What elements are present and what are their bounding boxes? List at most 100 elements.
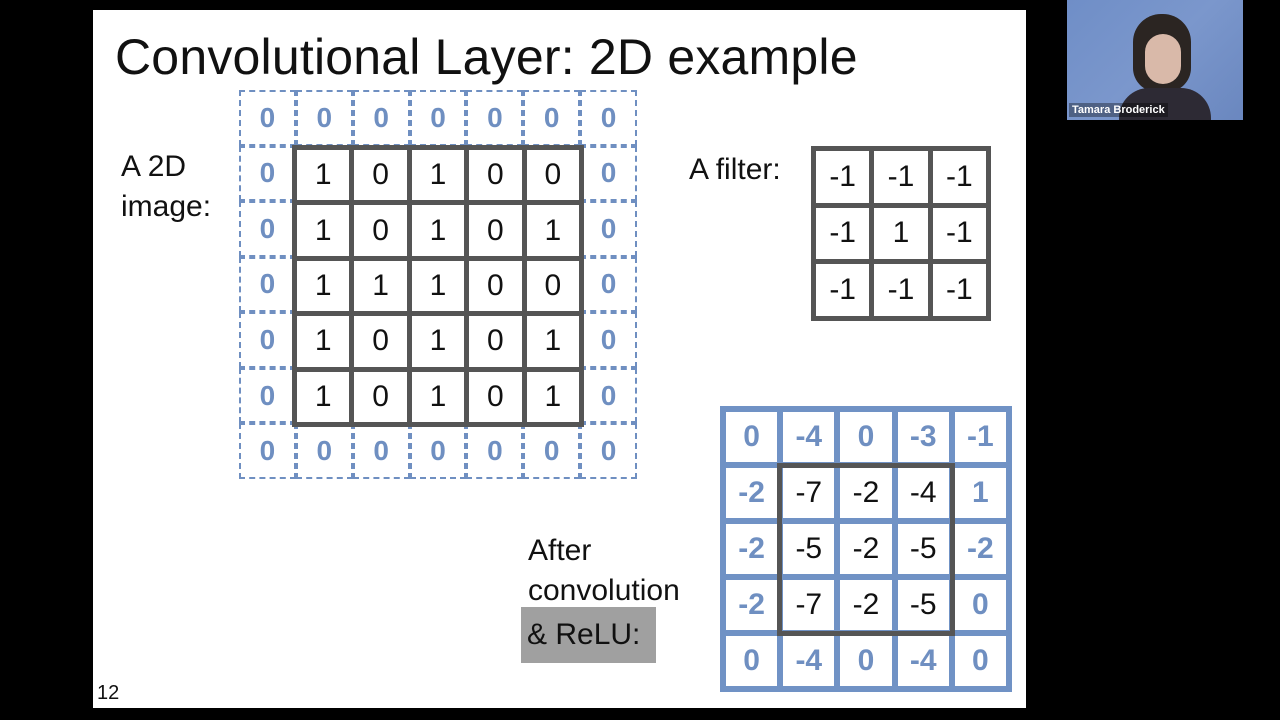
image-cell: 1 xyxy=(354,260,407,312)
filter-cell: -1 xyxy=(816,151,870,203)
padding-cell: 0 xyxy=(466,423,524,479)
output-edge-cell: 0 xyxy=(726,636,778,686)
padding-cell: 0 xyxy=(409,90,467,146)
image-cell: 1 xyxy=(526,205,579,256)
padding-cell: 0 xyxy=(239,312,296,368)
padding-cell: 0 xyxy=(239,256,296,313)
image-cell: 1 xyxy=(297,371,350,422)
output-edge-cell: -4 xyxy=(897,636,949,686)
padding-cell: 0 xyxy=(580,145,637,202)
image-cell: 0 xyxy=(469,371,522,422)
participant-name: Tamara Broderick xyxy=(1069,103,1168,117)
padding-cell: 0 xyxy=(580,201,637,257)
after-label-line1: After xyxy=(528,534,592,567)
page-number: 12 xyxy=(97,682,120,704)
padding-cell: 0 xyxy=(295,423,353,479)
output-edge-cell: 0 xyxy=(954,636,1006,686)
output-edge-cell: 0 xyxy=(840,412,892,462)
image-cell: 1 xyxy=(411,371,465,422)
image-cell: 1 xyxy=(411,260,465,312)
output-cell: -2 xyxy=(840,468,892,518)
image-cell: 0 xyxy=(354,150,407,201)
output-cell: -2 xyxy=(840,524,892,574)
padding-cell: 0 xyxy=(580,312,637,368)
padding-cell: 0 xyxy=(239,90,296,146)
participant-body xyxy=(1119,88,1211,120)
image-label: A 2D image: xyxy=(121,147,211,227)
image-cell: 0 xyxy=(354,316,407,367)
padding-cell: 0 xyxy=(580,90,637,146)
image-cell: 0 xyxy=(469,205,522,256)
output-edge-cell: 0 xyxy=(954,580,1006,630)
filter-cell: -1 xyxy=(816,207,870,260)
output-edge-cell: -2 xyxy=(954,524,1006,574)
filter-label: A filter: xyxy=(689,153,781,186)
image-cell: 1 xyxy=(297,150,350,201)
output-edge-cell: -3 xyxy=(897,412,949,462)
filter-cell: -1 xyxy=(932,151,986,203)
filter-cell: -1 xyxy=(816,264,870,316)
padding-cell: 0 xyxy=(352,90,410,146)
slide-title: Convolutional Layer: 2D example xyxy=(115,29,858,85)
participant-face xyxy=(1145,34,1181,84)
output-cell: -5 xyxy=(897,580,949,630)
padding-cell: 0 xyxy=(580,256,637,313)
padding-cell: 0 xyxy=(239,367,296,424)
output-cell: -7 xyxy=(783,468,835,518)
filter-cell: -1 xyxy=(932,264,986,316)
output-cell: -7 xyxy=(783,580,835,630)
after-label-line2: convolution xyxy=(528,574,680,607)
image-cell: 0 xyxy=(526,150,579,201)
image-cell: 1 xyxy=(411,150,465,201)
padding-cell: 0 xyxy=(409,423,467,479)
output-edge-cell: -4 xyxy=(783,412,835,462)
output-edge-cell: 0 xyxy=(840,636,892,686)
image-cell: 1 xyxy=(411,205,465,256)
filter-cell: -1 xyxy=(874,151,928,203)
image-cell: 1 xyxy=(297,205,350,256)
image-label-line1: A 2D xyxy=(121,150,187,183)
image-cell: 0 xyxy=(469,150,522,201)
output-cell: -5 xyxy=(783,524,835,574)
after-label: After convolution xyxy=(528,531,680,611)
participant-video-tile[interactable]: Tamara Broderick xyxy=(1067,0,1243,120)
image-cell: 1 xyxy=(297,260,350,312)
image-cell: 0 xyxy=(354,371,407,422)
output-cell: -2 xyxy=(840,580,892,630)
padding-cell: 0 xyxy=(295,90,353,146)
padding-cell: 0 xyxy=(580,423,637,479)
output-edge-cell: -2 xyxy=(726,468,778,518)
image-cell: 0 xyxy=(469,260,522,312)
output-edge-cell: -2 xyxy=(726,524,778,574)
image-cell: 1 xyxy=(526,316,579,367)
relu-label: & ReLU: xyxy=(521,607,656,663)
filter-cell: 1 xyxy=(874,207,928,260)
image-cell: 1 xyxy=(526,371,579,422)
padding-cell: 0 xyxy=(580,367,637,424)
image-cell: 0 xyxy=(469,316,522,367)
image-label-line2: image: xyxy=(121,190,212,223)
output-edge-cell: -2 xyxy=(726,580,778,630)
output-cell: -4 xyxy=(897,468,949,518)
image-cell: 1 xyxy=(297,316,350,367)
image-cell: 1 xyxy=(411,316,465,367)
padding-cell: 0 xyxy=(466,90,524,146)
output-cell: -5 xyxy=(897,524,949,574)
output-edge-cell: 0 xyxy=(726,412,778,462)
padding-cell: 0 xyxy=(239,145,296,202)
padding-cell: 0 xyxy=(239,201,296,257)
padding-cell: 0 xyxy=(523,90,581,146)
output-edge-cell: -1 xyxy=(954,412,1006,462)
filter-cell: -1 xyxy=(932,207,986,260)
slide: Convolutional Layer: 2D example A 2D ima… xyxy=(93,10,1026,708)
padding-cell: 0 xyxy=(523,423,581,479)
padding-cell: 0 xyxy=(352,423,410,479)
output-edge-cell: -4 xyxy=(783,636,835,686)
filter-cell: -1 xyxy=(874,264,928,316)
padding-cell: 0 xyxy=(239,423,296,479)
output-edge-cell: 1 xyxy=(954,468,1006,518)
image-cell: 0 xyxy=(354,205,407,256)
